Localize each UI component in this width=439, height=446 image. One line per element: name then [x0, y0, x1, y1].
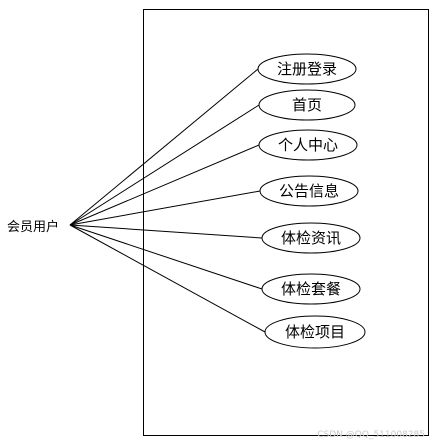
- use-case-ellipse-checkup-news: [261, 222, 361, 254]
- use-case-label-checkup-item: 体检项目: [285, 323, 345, 341]
- use-case-personal-center: 个人中心: [258, 129, 358, 161]
- use-case-checkup-news: 体检资讯: [261, 222, 361, 254]
- use-case-label-personal-center: 个人中心: [278, 136, 338, 154]
- actor-label: 会员用户: [7, 219, 59, 235]
- association-line-personal-center: [69, 144, 260, 226]
- association-line-checkup-package: [69, 224, 263, 290]
- association-line-checkup-item: [69, 224, 266, 333]
- use-case-ellipse-register-login: [257, 53, 357, 85]
- association-line-home: [69, 104, 260, 226]
- use-case-register-login: 注册登录: [257, 53, 357, 85]
- use-case-label-checkup-package: 体检套餐: [281, 280, 341, 298]
- use-case-checkup-item: 体检项目: [264, 315, 366, 349]
- use-case-label-checkup-news: 体检资讯: [281, 229, 341, 247]
- use-case-label-announcement: 公告信息: [279, 182, 339, 200]
- use-case-ellipse-checkup-item: [264, 315, 366, 349]
- use-case-announcement: 公告信息: [259, 175, 359, 207]
- use-case-ellipse-announcement: [259, 175, 359, 207]
- use-case-ellipse-checkup-package: [261, 273, 361, 305]
- use-case-label-home: 首页: [292, 96, 322, 114]
- association-line-announcement: [69, 190, 261, 226]
- use-case-ellipse-personal-center: [258, 129, 358, 161]
- use-case-label-register-login: 注册登录: [277, 60, 337, 78]
- use-case-checkup-package: 体检套餐: [261, 273, 361, 305]
- use-case-ellipse-home: [258, 89, 356, 121]
- association-line-checkup-news: [69, 224, 263, 239]
- system-boundary: [143, 9, 429, 436]
- association-line-register-login: [69, 68, 259, 226]
- use-case-home: 首页: [258, 89, 356, 121]
- watermark: CSDN @QQ_511008285: [317, 430, 425, 440]
- association-lines: [69, 68, 266, 333]
